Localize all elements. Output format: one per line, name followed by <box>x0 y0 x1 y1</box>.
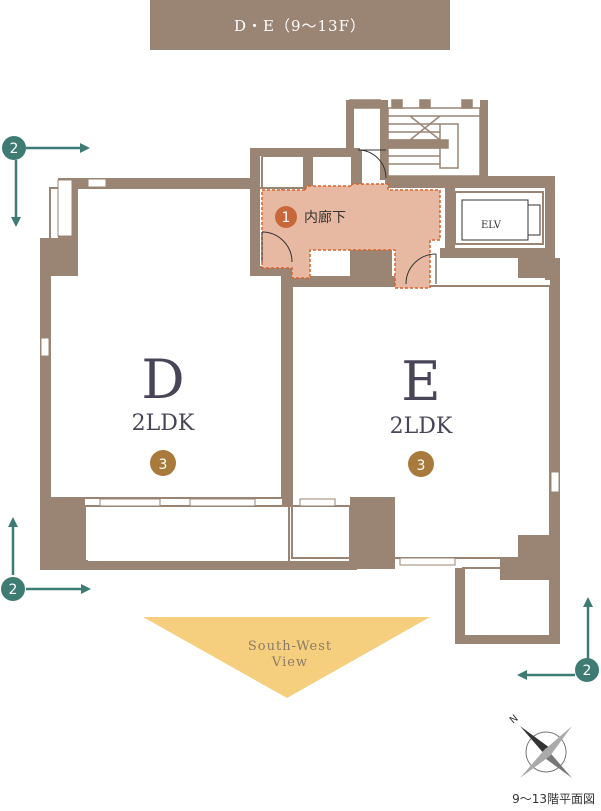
view-marker-bottom-left-number: 2 <box>9 582 18 598</box>
unit-e-letter: E <box>401 350 440 413</box>
view-marker-bottom-right <box>517 597 599 682</box>
elevator: ELV <box>454 191 544 245</box>
walls <box>40 100 560 644</box>
corridor-badge <box>275 206 297 228</box>
compass-icon: N <box>508 713 572 778</box>
view-marker-top-left-number: 2 <box>10 141 19 157</box>
corridor-badge-number: 1 <box>282 210 291 226</box>
doors <box>261 149 437 285</box>
floor-title: D・E（9〜13F） <box>150 0 450 50</box>
view-label-line1: South-West <box>248 639 332 654</box>
view-marker-bottom-left <box>1 517 91 601</box>
view-marker-top-left <box>2 136 90 227</box>
unit-d-letter: D <box>141 348 184 411</box>
floor-caption: 9〜13階平面図 <box>512 792 595 806</box>
compass-north-label: N <box>508 713 521 726</box>
unit-e-badge-number: 3 <box>417 458 426 474</box>
view-direction-triangle <box>143 617 430 698</box>
unit-d-badge-number: 3 <box>159 457 168 473</box>
unit-e-badge <box>408 451 434 477</box>
unit-e-type: 2LDK <box>390 414 453 439</box>
windows <box>40 178 560 566</box>
view-label-line2: View <box>271 655 308 670</box>
unit-d-badge <box>150 450 176 476</box>
view-marker-bottom-right-number: 2 <box>583 663 592 679</box>
corridor-area <box>261 183 441 289</box>
corridor-label: 内廊下 <box>304 209 346 226</box>
unit-d-type: 2LDK <box>132 411 195 436</box>
stairs <box>349 99 481 177</box>
elevator-label: ELV <box>481 220 502 231</box>
